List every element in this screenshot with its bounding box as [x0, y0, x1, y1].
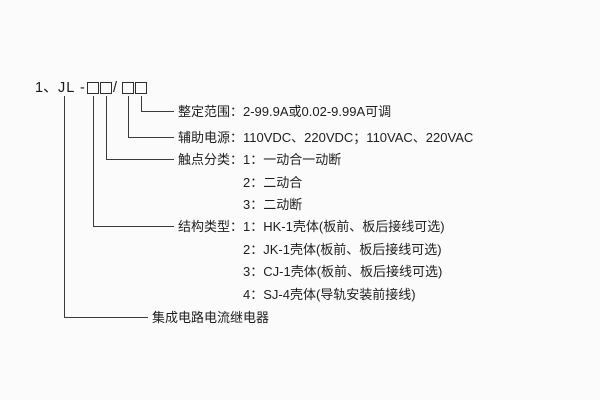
contact-class-label: 触点分类：	[178, 152, 244, 167]
structure-type-box	[87, 82, 99, 94]
connector-setting-range	[141, 96, 174, 112]
connector-aux-power	[128, 96, 174, 138]
connector-product-name	[64, 96, 148, 318]
contact-class-box	[100, 82, 112, 94]
aux-power-label: 辅助电源：110VDC、220VDC；110VAC、220VAC	[178, 130, 474, 145]
structure-type-item-2: 2：JK-1壳体(板前、板后接线可选)	[243, 241, 442, 257]
structure-type-items: 1：HK-1壳体(板前、板后接线可选) 2：JK-1壳体(板前、板后接线可选) …	[243, 216, 445, 306]
contact-class-group: 触点分类： 1：一动合一动断 2：二动合 3：二动断	[178, 149, 341, 217]
item-index: 1、	[35, 80, 58, 96]
setting-range-label: 整定范围：2-99.9A或0.02-9.99A可调	[178, 104, 392, 119]
structure-type-group: 结构类型： 1：HK-1壳体(板前、板后接线可选) 2：JK-1壳体(板前、板后…	[178, 216, 445, 306]
contact-class-item-1: 1：一动合一动断	[243, 152, 342, 167]
slash-separator: /	[113, 80, 118, 96]
structure-type-item-4: 4：SJ-4壳体(导轨安装前接线)	[243, 286, 416, 302]
connector-contact-class	[106, 96, 174, 160]
contact-class-items: 1：一动合一动断 2：二动合 3：二动断	[243, 149, 341, 217]
setting-range-box	[135, 82, 147, 94]
structure-type-label: 结构类型：	[178, 219, 244, 234]
aux-power-box	[122, 82, 134, 94]
structure-type-item-3: 3：CJ-1壳体(板前、板后接线可选)	[243, 264, 443, 279]
contact-class-item-3: 3：二动断	[243, 197, 303, 212]
connector-structure-type	[93, 96, 174, 227]
structure-type-item-1: 1：HK-1壳体(板前、板后接线可选)	[243, 219, 445, 234]
model-code: JL	[58, 80, 76, 96]
dash-separator: -	[80, 80, 85, 96]
product-name-label: 集成电路电流继电器	[152, 310, 270, 325]
contact-class-item-2: 2：二动合	[243, 174, 303, 190]
